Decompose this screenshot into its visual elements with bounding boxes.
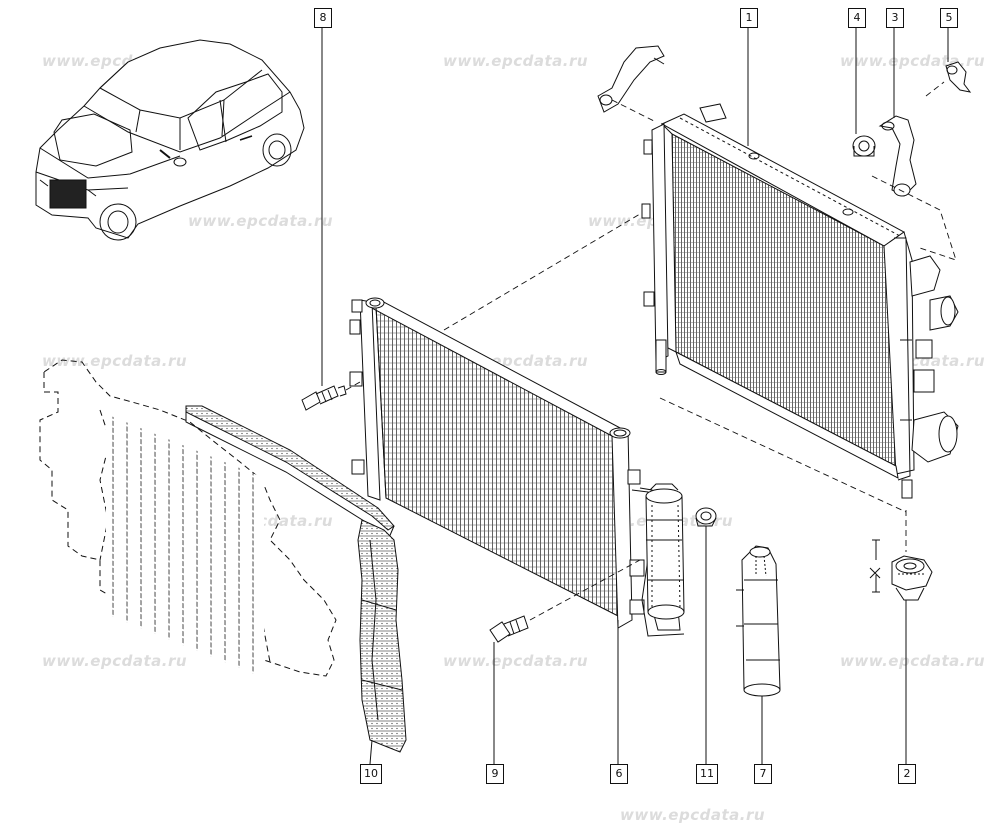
grommet-part-11	[695, 507, 717, 527]
callout-1[interactable]: 1	[740, 8, 758, 28]
bolt-part-9	[489, 615, 529, 643]
callout-8[interactable]: 8	[314, 8, 332, 28]
callout-2[interactable]: 2	[898, 764, 916, 784]
watermark: www.epcdata.ru	[840, 652, 986, 670]
clip-part-5	[945, 61, 972, 93]
receiver-drier	[645, 483, 685, 620]
callout-6[interactable]: 6	[610, 764, 628, 784]
callout-7[interactable]: 7	[754, 764, 772, 784]
drier-cartridge-part-7	[736, 545, 781, 697]
callout-3[interactable]: 3	[886, 8, 904, 28]
watermark: www.epcdata.ru	[443, 652, 589, 670]
callout-10[interactable]: 10	[360, 764, 382, 784]
watermark: www.epcdata.ru	[443, 52, 589, 70]
vehicle-illustration	[35, 39, 305, 241]
assembly-lines	[345, 81, 957, 621]
callout-9[interactable]: 9	[486, 764, 504, 784]
watermark: www.epcdata.ru	[42, 652, 188, 670]
bracket-part-3	[878, 115, 917, 197]
callout-leaders	[321, 27, 949, 765]
watermark: www.epcdata.ru	[188, 212, 334, 230]
nut-part-4	[852, 135, 876, 157]
bolt-part-8	[301, 385, 347, 411]
rubber-mount-part-2	[869, 539, 933, 601]
condenser-part-6	[349, 297, 685, 637]
callout-11[interactable]: 11	[696, 764, 718, 784]
callout-4[interactable]: 4	[848, 8, 866, 28]
watermark: www.epcdata.ru	[42, 352, 188, 370]
air-deflector-part-10	[185, 405, 407, 753]
callout-5[interactable]: 5	[940, 8, 958, 28]
radiator-part-1	[597, 45, 959, 499]
